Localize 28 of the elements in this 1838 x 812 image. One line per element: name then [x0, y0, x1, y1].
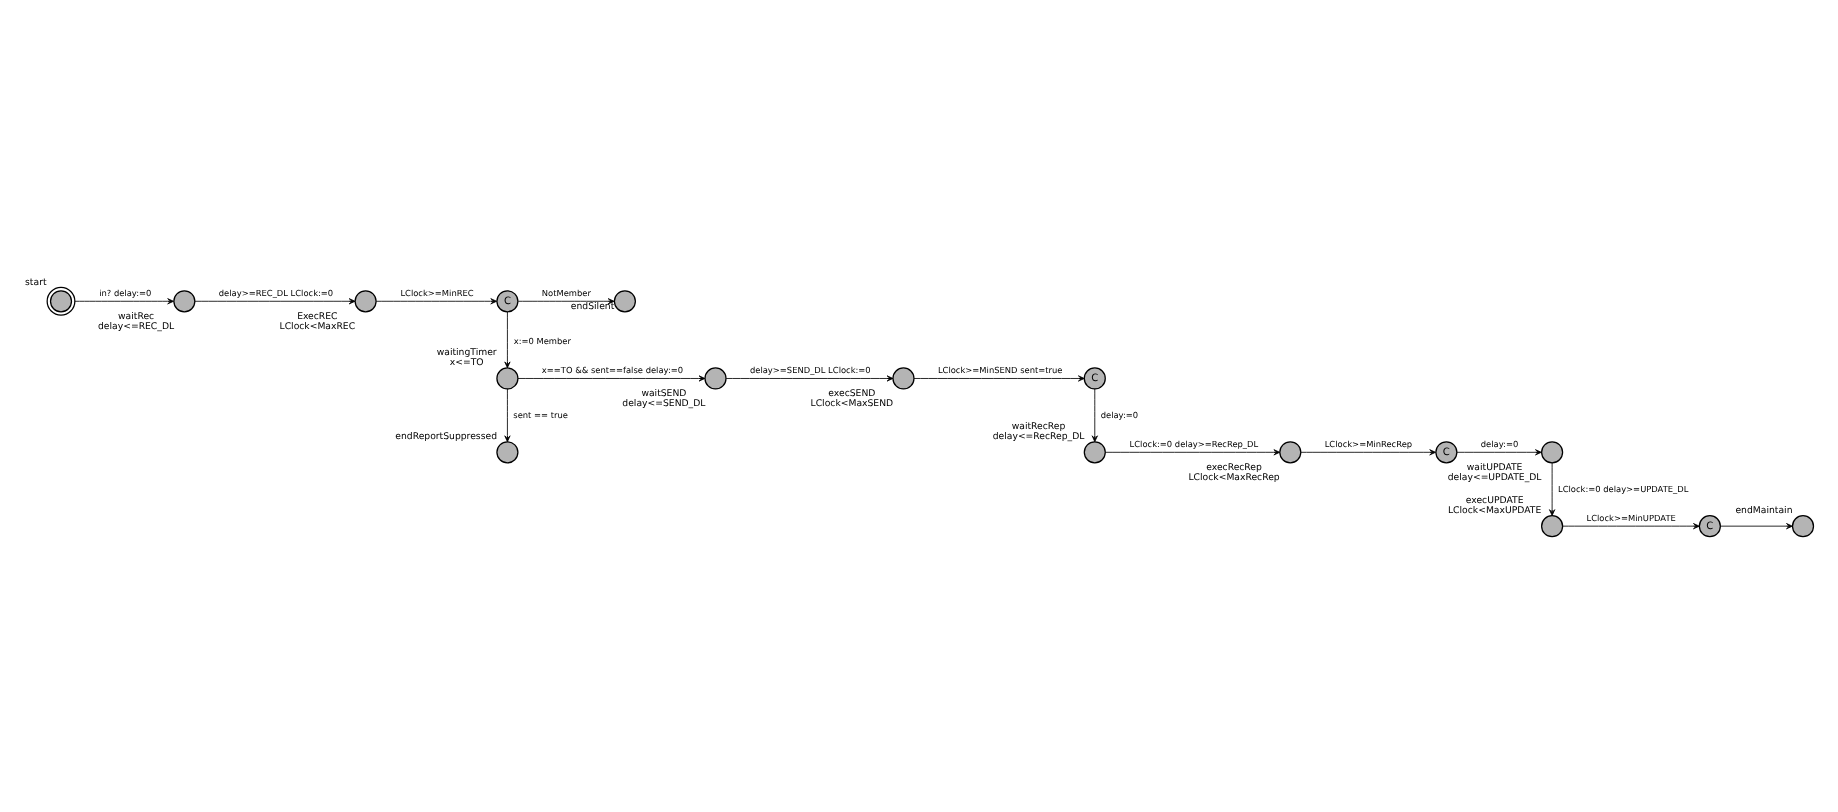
arrow	[1456, 448, 1542, 455]
arrow	[1091, 387, 1098, 442]
arrow	[194, 297, 356, 304]
arrow	[504, 310, 511, 368]
node-circle	[496, 366, 519, 389]
node-circle	[704, 366, 727, 389]
node-circle	[1791, 514, 1815, 537]
node-circle	[892, 366, 915, 389]
arrow	[517, 374, 706, 381]
arrow	[913, 374, 1085, 381]
node-circle	[1279, 440, 1302, 463]
arrow	[375, 297, 498, 304]
arrow	[1300, 448, 1436, 455]
arrow	[1562, 522, 1700, 529]
node-circle	[1541, 514, 1564, 537]
arrow	[1549, 461, 1556, 515]
node-circle	[496, 440, 519, 463]
node-circle	[173, 289, 196, 312]
node-circle	[354, 289, 377, 312]
arrow	[74, 297, 174, 304]
node-circle	[613, 289, 636, 312]
arrow	[517, 297, 615, 304]
arrow	[1104, 448, 1281, 455]
node-circle	[1541, 440, 1564, 463]
arrow	[1720, 522, 1793, 529]
node-circle	[1083, 440, 1106, 463]
arrow	[725, 374, 894, 381]
arrow	[504, 387, 511, 442]
